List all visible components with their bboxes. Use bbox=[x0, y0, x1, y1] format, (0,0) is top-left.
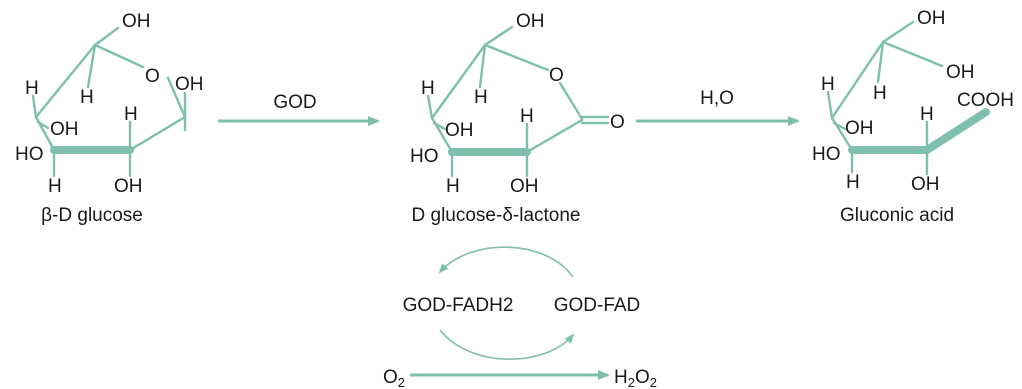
glucose-h-c4: H bbox=[25, 78, 39, 99]
lactone-h-c4: H bbox=[421, 78, 435, 99]
gluconic-oh-c5: OH bbox=[946, 62, 975, 83]
lactone-bonds bbox=[426, 25, 610, 178]
glucose-ring-oxygen: O bbox=[145, 66, 160, 87]
gluconic-bonds bbox=[826, 20, 990, 176]
glucose-h-c5: H bbox=[80, 87, 94, 108]
gluconic-oh-top: OH bbox=[917, 8, 946, 29]
gluconic-cooh: COOH bbox=[957, 90, 1014, 111]
god-fad-label: GOD-FAD bbox=[554, 295, 641, 316]
gluconic-oh-c4: OH bbox=[845, 118, 874, 139]
lactone-h-c3: H bbox=[446, 176, 460, 197]
lactone-ring-oxygen: O bbox=[549, 65, 564, 86]
gluconic-h-c5: H bbox=[873, 83, 887, 104]
cycle-arrow-bottom bbox=[439, 329, 575, 360]
gluconic-caption: Gluconic acid bbox=[840, 205, 954, 226]
lactone-oh-top: OH bbox=[516, 11, 545, 32]
glucose-oh-top: OH bbox=[122, 11, 151, 32]
glucose-h-c3: H bbox=[48, 176, 62, 197]
cycle-arrow-top bbox=[438, 246, 574, 278]
god-fadh2-label: GOD-FADH2 bbox=[403, 295, 514, 316]
lactone-caption: D glucose-δ-lactone bbox=[412, 205, 581, 226]
glucose-bonds bbox=[31, 26, 187, 178]
lactone-h-c2: H bbox=[520, 106, 534, 127]
glucose-oh-anomeric: OH bbox=[175, 74, 204, 95]
glucose-oh-c3: OH bbox=[114, 176, 143, 197]
oxygen-reactant: O2 bbox=[383, 367, 405, 389]
god-label: GOD bbox=[273, 92, 316, 113]
lactone-oh-c4: OH bbox=[445, 120, 474, 141]
gluconic-h-c4: H bbox=[821, 74, 835, 95]
hydrogen-peroxide-product: H2O2 bbox=[614, 367, 657, 389]
gluconic-oh-c3: OH bbox=[911, 174, 940, 195]
glucose-oh-c4: OH bbox=[50, 119, 79, 140]
gluconic-structure: OH OH COOH H H OH H HO H OH Gluconic aci… bbox=[812, 8, 1014, 226]
lactone-carbonyl-oxygen: O bbox=[610, 112, 625, 133]
water-label: H,O bbox=[700, 88, 734, 109]
glucose-ho: HO bbox=[15, 144, 44, 165]
glucose-caption: β-D glucose bbox=[41, 205, 143, 226]
lactone-h-c5: H bbox=[474, 87, 488, 108]
gluconic-h-c2: H bbox=[920, 104, 934, 125]
lactone-structure: OH O O H H OH H HO H OH D glucose-δ-lact… bbox=[410, 11, 625, 226]
gluconic-ho: HO bbox=[812, 144, 841, 165]
lactone-ho: HO bbox=[410, 146, 439, 167]
glucose-h-c2: H bbox=[124, 104, 138, 125]
lactone-oh-c3: OH bbox=[510, 176, 539, 197]
glucose-structure: OH O OH H H OH H HO H OH β-D glucose bbox=[15, 11, 204, 226]
gluconic-h-c3: H bbox=[846, 172, 860, 193]
